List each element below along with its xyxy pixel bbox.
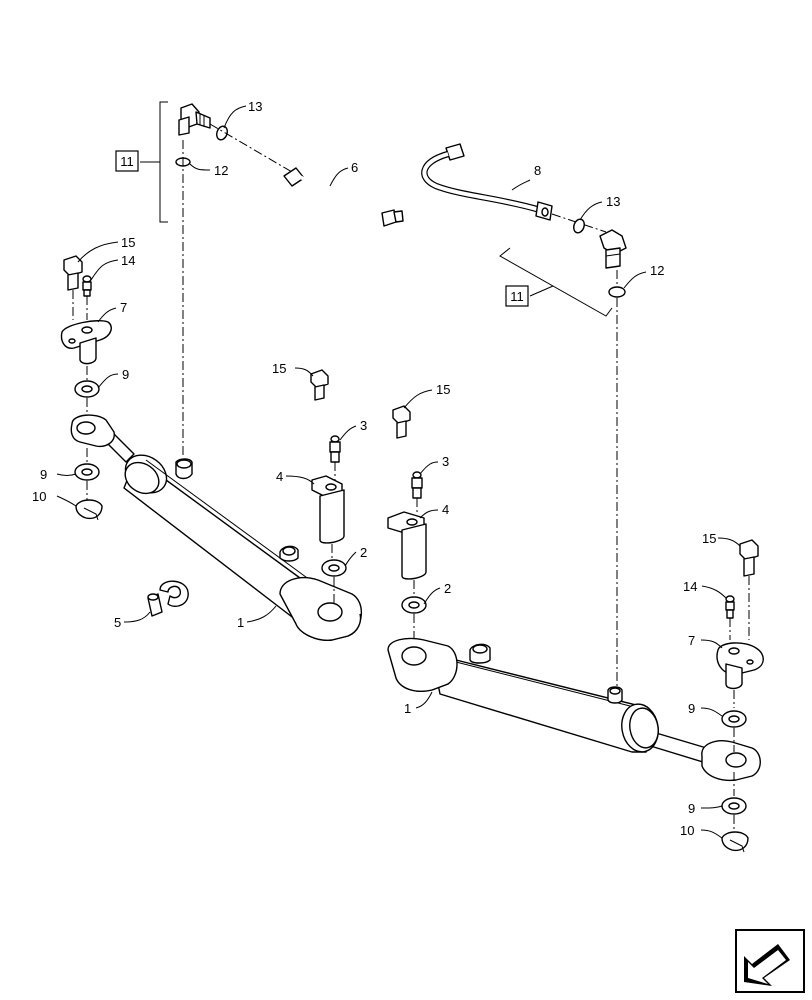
hydraulic-cylinder-1-left — [70, 414, 362, 641]
callout-4-right: 4 — [442, 502, 449, 517]
pin-4-right — [387, 511, 427, 580]
elbow-fitting-right — [599, 229, 627, 269]
callout-8: 8 — [534, 163, 541, 178]
washer-9-left-upper — [74, 380, 100, 398]
callout-3-right: 3 — [442, 454, 449, 469]
grease-fitting-3-left — [329, 435, 341, 463]
callout-7-left: 7 — [120, 300, 127, 315]
washer-9-right-upper — [721, 710, 747, 728]
washer-2-right — [401, 596, 427, 614]
grease-fitting-14-left — [82, 275, 92, 297]
kit-bracket-left: 11 — [115, 101, 168, 223]
pin-4-left — [311, 475, 345, 544]
grease-fitting-14-right — [725, 595, 735, 619]
callout-9-left-lower: 9 — [40, 467, 47, 482]
callout-10-right: 10 — [680, 823, 694, 838]
callout-9-right-lower: 9 — [688, 801, 695, 816]
callout-9-left-upper: 9 — [122, 367, 129, 382]
callout-3-left: 3 — [360, 418, 367, 433]
next-page-arrow-icon[interactable] — [735, 929, 805, 993]
bolt-15-center — [310, 369, 329, 401]
callout-15-center: 15 — [272, 361, 286, 376]
callout-11-left: 11 — [120, 154, 134, 169]
callout-6: 6 — [351, 160, 358, 175]
callout-13-right: 13 — [606, 194, 620, 209]
callout-5: 5 — [114, 615, 121, 630]
callout-7-right: 7 — [688, 633, 695, 648]
callout-15-right-center: 15 — [436, 382, 450, 397]
bolt-15-left — [63, 255, 83, 291]
bolt-15-right — [739, 539, 759, 577]
callout-15-left: 15 — [121, 235, 135, 250]
callout-1-right: 1 — [404, 701, 411, 716]
bolt-15-right-center — [392, 405, 411, 439]
callout-leaders — [56, 105, 741, 839]
callout-12-right: 12 — [650, 263, 664, 278]
callout-15-right: 15 — [702, 531, 716, 546]
callout-10-left: 10 — [32, 489, 46, 504]
lynch-pin-10-left — [75, 499, 103, 521]
grease-fitting-3-right — [411, 471, 423, 499]
washer-9-right-lower — [721, 797, 747, 815]
callout-2-left: 2 — [360, 545, 367, 560]
o-ring-12-right — [608, 286, 626, 298]
pin-7-right — [716, 642, 764, 690]
pin-7-left — [60, 320, 112, 365]
hydraulic-tube-8 — [421, 143, 553, 221]
hydraulic-cylinder-1-right — [387, 637, 761, 782]
callout-9-right-upper: 9 — [688, 701, 695, 716]
callout-14-right: 14 — [683, 579, 697, 594]
washer-9-left-lower — [74, 463, 100, 481]
callout-4-left: 4 — [276, 469, 283, 484]
callout-11-right: 11 — [510, 289, 524, 304]
callout-13-left: 13 — [248, 99, 262, 114]
kit-bracket-right: 11 — [499, 247, 613, 317]
hydraulic-tube-6 — [283, 167, 404, 227]
elbow-fitting-left — [178, 103, 211, 136]
callout-1-left: 1 — [237, 615, 244, 630]
callout-14-left: 14 — [121, 253, 135, 268]
o-ring-13-left — [216, 125, 228, 141]
o-ring-13-right — [573, 218, 585, 234]
callout-12-left: 12 — [214, 163, 228, 178]
fitting-5 — [147, 580, 189, 617]
lynch-pin-10-right — [721, 831, 749, 853]
washer-2-left — [321, 559, 347, 577]
callout-2-right: 2 — [444, 581, 451, 596]
